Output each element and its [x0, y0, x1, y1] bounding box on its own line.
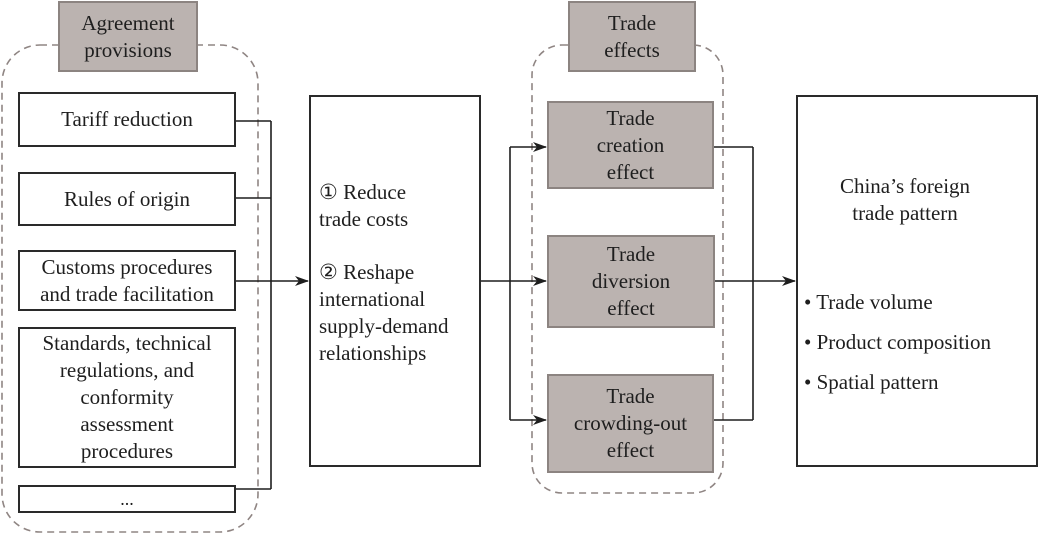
mechanisms-box: ① Reduce trade costs ② Reshape internati…	[309, 95, 481, 467]
provision-more: ...	[18, 485, 236, 513]
outcome-bullet-trade-volume: • Trade volume	[804, 290, 933, 314]
mechanism-reshape-relationships: ② Reshape international supply-demand re…	[319, 260, 449, 365]
outcome-bullet-spatial-pattern: • Spatial pattern	[804, 370, 939, 394]
outcome-bullet-list: • Trade volume • Product composition • S…	[804, 289, 991, 409]
effects-bracket	[714, 146, 754, 421]
effect-trade-diversion: Trade diversion effect	[547, 235, 715, 328]
outcome-box: China’s foreign trade pattern • Trade vo…	[796, 95, 1038, 467]
outcome-title: China’s foreign trade pattern	[839, 174, 971, 225]
outcome-bullet-product-composition: • Product composition	[804, 330, 992, 354]
provision-rules-of-origin: Rules of origin	[18, 172, 236, 226]
provisions-title: Agreement provisions	[58, 1, 198, 72]
provision-tariff-reduction: Tariff reduction	[18, 92, 236, 147]
effect-trade-creation: Trade creation effect	[547, 101, 714, 189]
provision-customs-procedures: Customs procedures and trade facilitatio…	[18, 250, 236, 311]
provision-standards: Standards, technical regulations, and co…	[18, 327, 236, 468]
effect-trade-crowding-out: Trade crowding-out effect	[547, 374, 714, 473]
mechanism-reduce-costs: ① Reduce trade costs	[319, 180, 409, 231]
effects-title: Trade effects	[568, 1, 696, 72]
provisions-bracket	[236, 120, 272, 490]
